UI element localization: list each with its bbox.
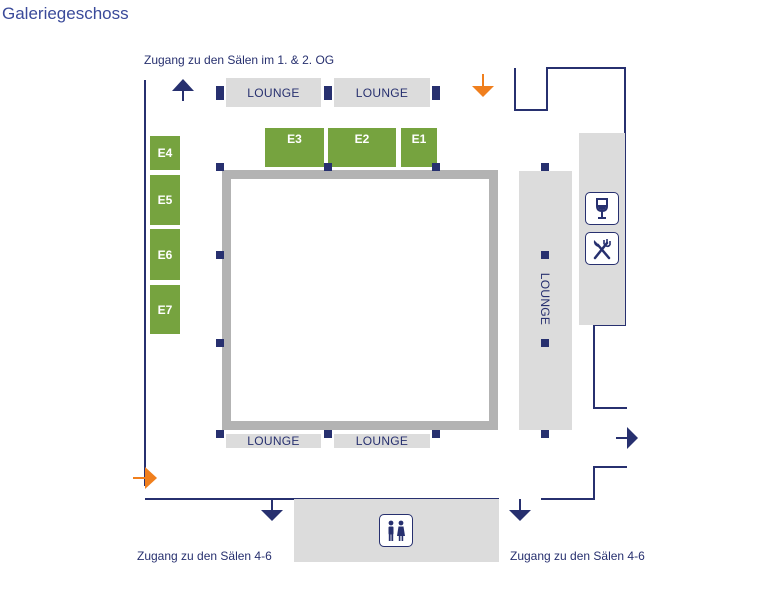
- pillar: [541, 251, 549, 259]
- lounge-bottom-right: LOUNGE: [334, 434, 430, 448]
- arrow-right-icon: [616, 427, 638, 449]
- arrow-down-left-icon: [261, 499, 283, 521]
- right-wall-lower: [541, 466, 627, 500]
- atrium-frame: [222, 170, 498, 430]
- lounge-top-left: LOUNGE: [226, 78, 321, 107]
- lounge-right-label: LOUNGE: [538, 272, 552, 326]
- pillar: [216, 86, 224, 100]
- pillar: [432, 430, 440, 438]
- lounge-bottom-left: LOUNGE: [226, 434, 321, 448]
- upper-floors-access-label: Zugang zu den Sälen im 1. & 2. OG: [144, 53, 335, 67]
- hall-e1: E1: [401, 128, 437, 167]
- pillar: [541, 339, 549, 347]
- orange-arrow-right-icon: [133, 467, 157, 489]
- restroom-icon: [379, 514, 413, 547]
- hall-e4: E4: [150, 136, 180, 170]
- pillar: [216, 163, 224, 171]
- hall-e6: E6: [150, 229, 180, 280]
- wine-glass-icon: [585, 192, 619, 225]
- hall-e3: E3: [265, 128, 324, 167]
- lounge-top-right: LOUNGE: [334, 78, 430, 107]
- pillar: [324, 163, 332, 171]
- pillar: [324, 86, 332, 100]
- pillar: [432, 86, 440, 100]
- halls-access-right-label: Zugang zu den Sälen 4-6: [510, 549, 645, 563]
- arrow-up-icon: [172, 79, 194, 101]
- pillar: [324, 430, 332, 438]
- pillar: [216, 339, 224, 347]
- orange-arrow-down-icon: [472, 74, 494, 97]
- arrow-down-right-icon: [509, 499, 531, 521]
- right-wall-upper: [514, 67, 627, 409]
- pillar: [541, 163, 549, 171]
- pillar: [216, 251, 224, 259]
- hall-e5: E5: [150, 175, 180, 225]
- hall-e7: E7: [150, 285, 180, 334]
- pillar: [432, 163, 440, 171]
- floor-title: Galeriegeschoss: [2, 4, 129, 23]
- halls-access-left-label: Zugang zu den Sälen 4-6: [137, 549, 272, 563]
- gastro-area: [579, 133, 625, 325]
- pillar: [541, 430, 549, 438]
- lounge-right: [519, 171, 572, 430]
- hall-e2: E2: [328, 128, 396, 167]
- fork-knife-icon: [585, 232, 619, 265]
- pillar: [216, 430, 224, 438]
